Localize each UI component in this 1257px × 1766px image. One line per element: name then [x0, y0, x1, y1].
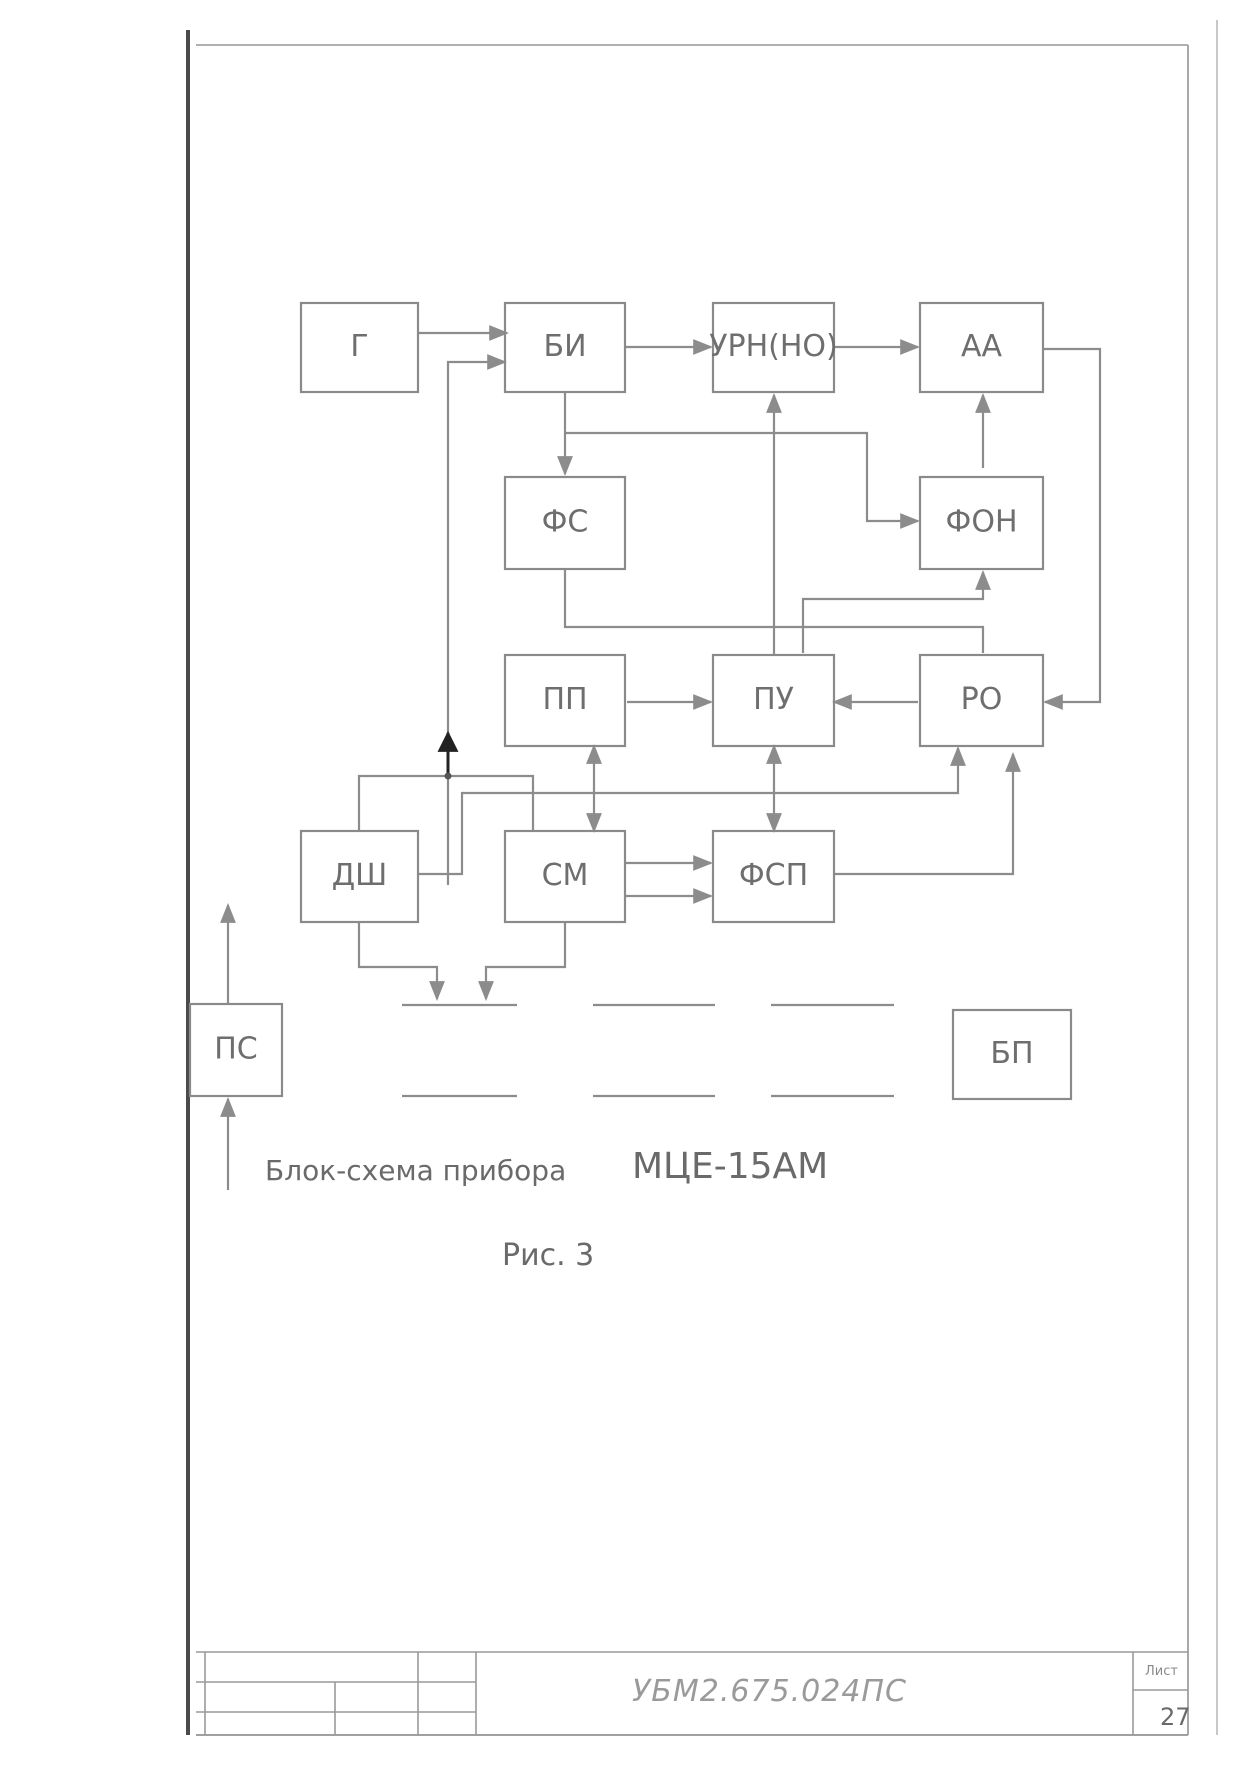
block-pp: ПП — [503, 653, 627, 748]
block-frame — [503, 829, 627, 924]
block-pu: ПУ — [711, 653, 836, 748]
title-block — [196, 1651, 1188, 1735]
block-ro: РО — [918, 653, 1045, 748]
caption-figure: Рис. 3 — [502, 1238, 594, 1273]
block-aa: АА — [918, 301, 1045, 394]
sheet-number: 27 — [1160, 1703, 1191, 1731]
block-fon: ФОН — [918, 475, 1045, 571]
block-fs: ФС — [503, 475, 627, 571]
block-frame — [299, 829, 420, 924]
block-frame — [711, 301, 836, 394]
block-label: ПУ — [753, 682, 794, 717]
block-label: ФОН — [946, 505, 1018, 540]
block-frame — [711, 653, 836, 748]
block-label: РО — [961, 682, 1003, 717]
block-frame — [188, 1002, 284, 1098]
block-frame — [918, 475, 1045, 571]
block-g: Г — [299, 301, 420, 394]
block-label: ДШ — [332, 858, 388, 893]
block-dsh: ДШ — [299, 829, 420, 924]
block-frame — [503, 301, 627, 394]
block-frame — [711, 829, 836, 924]
connections — [220, 325, 1102, 1190]
block-label: Г — [350, 329, 368, 364]
block-frame — [918, 653, 1045, 748]
block-label: ПП — [542, 682, 587, 717]
block-label: СМ — [542, 858, 589, 893]
block-frame — [918, 301, 1045, 394]
block-frame — [299, 301, 420, 394]
page-frame — [186, 20, 1218, 1736]
block-sm: СМ — [503, 829, 627, 924]
block-frame — [503, 475, 627, 571]
block-label: БП — [990, 1036, 1033, 1071]
block-label: ФСП — [739, 858, 808, 893]
sheet-label: Лист — [1145, 1664, 1178, 1679]
block-label: ПС — [214, 1032, 258, 1067]
block-label: УРН(НО) — [709, 329, 838, 364]
junction-dot — [444, 772, 452, 780]
caption-model: МЦЕ-15АМ — [632, 1146, 828, 1187]
block-label: БИ — [543, 329, 586, 364]
caption-prefix: Блок-схема прибора — [265, 1154, 566, 1187]
document-code: УБМ2.675.024ПС — [632, 1674, 907, 1709]
block-frame — [951, 1008, 1073, 1101]
block-bp: БП — [951, 1008, 1073, 1101]
block-urn: УРН(НО) — [709, 301, 838, 394]
block-fsp: ФСП — [711, 829, 836, 924]
block-ps: ПС — [188, 1002, 284, 1098]
block-frame — [503, 653, 627, 748]
block-label: ФС — [542, 505, 589, 540]
block-label: АА — [961, 329, 1003, 364]
block-bi: БИ — [503, 301, 627, 394]
